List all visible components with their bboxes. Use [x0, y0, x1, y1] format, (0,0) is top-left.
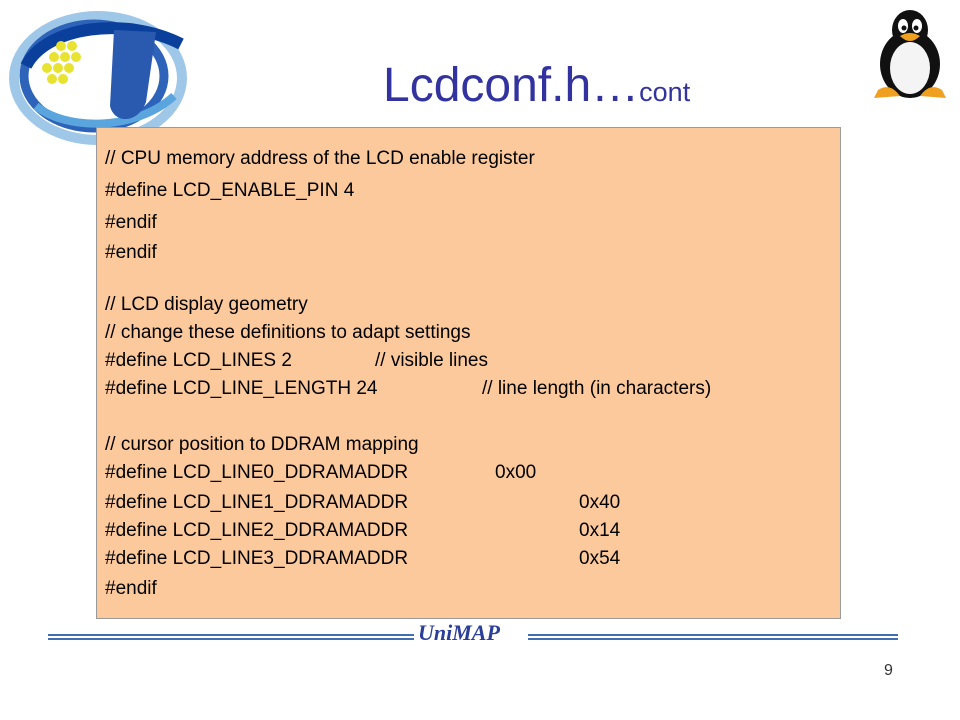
code-line: #define LCD_LINE_LENGTH 24// line length…	[105, 378, 712, 399]
code-value: 0x54	[579, 548, 621, 569]
code-line: #endif	[105, 578, 157, 599]
slide-title: Lcdconf.h…cont	[383, 62, 690, 110]
footer-rule-left	[48, 634, 414, 640]
code-value: 0x40	[579, 492, 621, 513]
code-value: 0x00	[495, 462, 537, 483]
institution-logo-icon	[9, 11, 187, 145]
code-value: 0x14	[579, 520, 621, 541]
code-listing: // CPU memory address of the LCD enable …	[96, 127, 841, 619]
footer-rule-right	[528, 634, 898, 640]
page-number: 9	[884, 662, 893, 679]
code-line: // cursor position to DDRAM mapping	[105, 434, 419, 455]
code-line: // change these definitions to adapt set…	[105, 322, 471, 343]
code-line: #endif	[105, 212, 157, 233]
code-line: // CPU memory address of the LCD enable …	[105, 148, 535, 169]
footer-label: UniMAP	[418, 620, 500, 645]
code-comment: // visible lines	[375, 350, 488, 371]
code-line: #define LCD_ENABLE_PIN 4	[105, 180, 355, 201]
code-line: #endif	[105, 242, 157, 263]
title-suffix: cont	[639, 77, 691, 107]
code-line: #define LCD_LINES 2// visible lines	[105, 350, 488, 371]
title-main: Lcdconf.h…	[383, 59, 640, 112]
code-comment: // line length (in characters)	[482, 378, 712, 399]
tux-penguin-icon	[874, 10, 946, 98]
code-line: // LCD display geometry	[105, 294, 308, 315]
